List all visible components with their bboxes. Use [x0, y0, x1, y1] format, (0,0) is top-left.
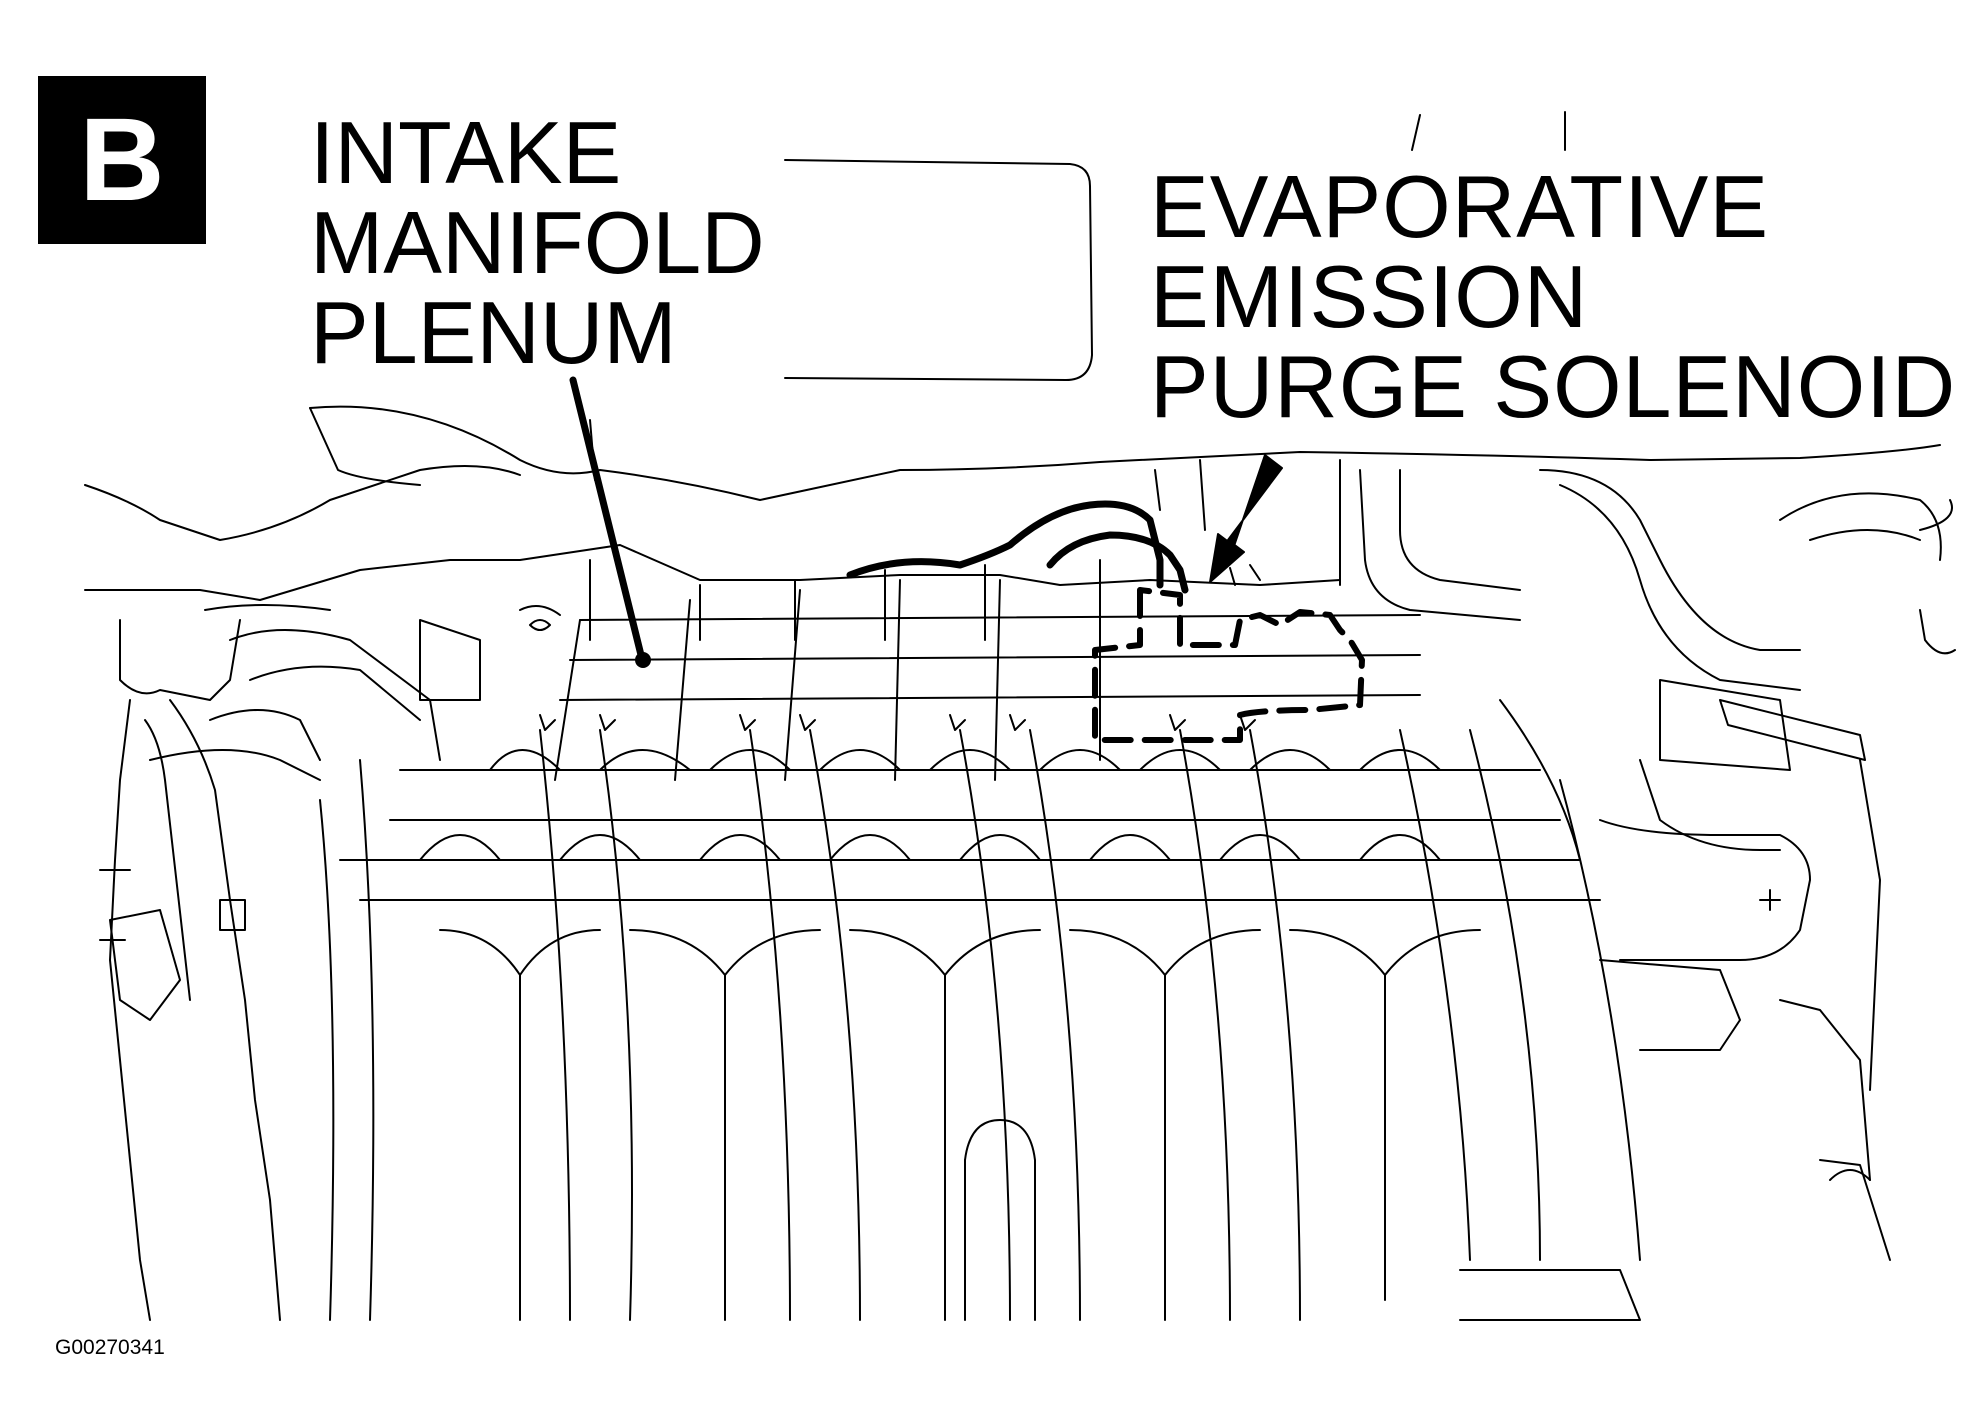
purge-solenoid-outline[interactable]	[1092, 587, 1365, 743]
intake-plenum	[339, 579, 1601, 901]
hood-outline	[784, 111, 1566, 381]
label-line: EMISSION	[1150, 247, 1589, 346]
label-line: PLENUM	[310, 283, 677, 382]
intake-manifold-plenum-label: INTAKE MANIFOLD PLENUM	[310, 108, 765, 378]
label-line: MANIFOLD	[310, 193, 765, 292]
solenoid-pointer-arrow	[1209, 454, 1283, 583]
left-side-components	[99, 605, 561, 1321]
label-line: PURGE SOLENOID	[1150, 337, 1957, 436]
intake-runners	[319, 699, 1641, 1321]
label-line: EVAPORATIVE	[1150, 157, 1770, 256]
section-letter: B	[79, 94, 165, 226]
label-line: INTAKE	[310, 103, 622, 202]
cowl-outline	[84, 405, 1941, 621]
upper-details	[529, 419, 1261, 631]
figure-code: G00270341	[55, 1336, 165, 1359]
purge-solenoid-label: EVAPORATIVE EMISSION PURGE SOLENOID	[1150, 162, 1956, 432]
plenum-leader-line	[569, 376, 651, 668]
section-badge: B	[38, 76, 206, 244]
right-side-components	[1459, 469, 1956, 1321]
plenum-fins	[539, 559, 1256, 731]
solenoid-wiring	[846, 500, 1189, 594]
